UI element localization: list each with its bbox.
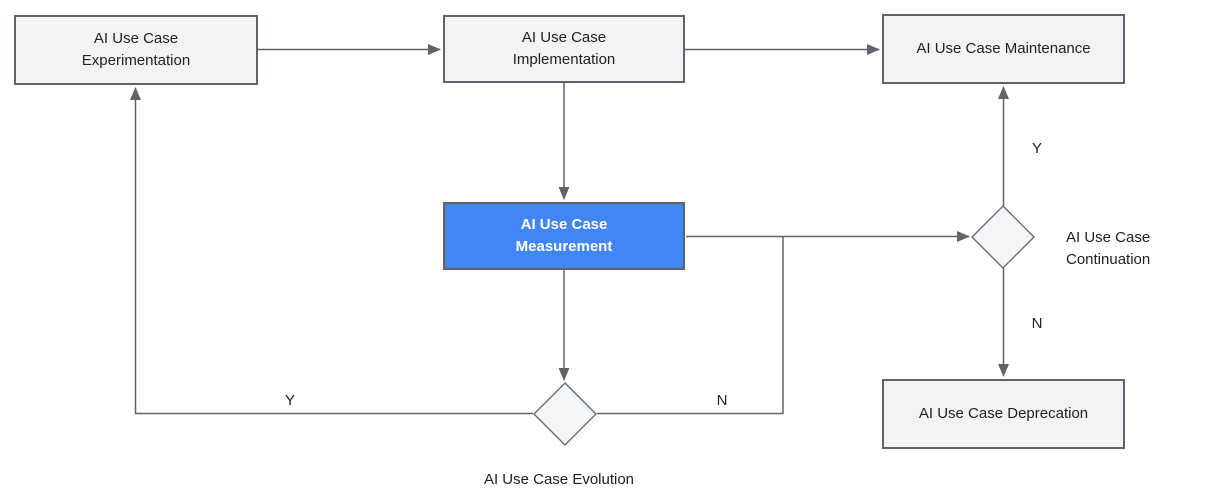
node-label-line: AI Use Case Maintenance [916, 40, 1091, 57]
caption-line: AI Use Case [1066, 229, 1151, 246]
edge-label-continuation-yes: Y [1031, 140, 1042, 157]
node-implementation: AI Use Case Implementation [443, 15, 685, 83]
edge-label-evolution-no: N [716, 392, 728, 409]
node-label-line: AI Use Case Deprecation [918, 405, 1089, 422]
decision-evolution-diamond [533, 382, 597, 446]
decision-continuation-caption: AI Use Case Continuation [1066, 227, 1150, 271]
node-measurement: AI Use Case Measurement [443, 202, 685, 270]
caption-line: Continuation [1066, 251, 1151, 268]
decision-continuation-diamond [971, 205, 1035, 269]
node-label-line: AI Use Case [93, 30, 179, 47]
node-maintenance: AI Use Case Maintenance [882, 14, 1125, 84]
edge-evolution-to-experimentation [130, 87, 533, 415]
node-label-line: Experimentation [81, 52, 191, 69]
node-experimentation: AI Use Case Experimentation [14, 15, 258, 85]
decision-evolution-caption: AI Use Case Evolution [470, 469, 648, 491]
node-label-line: AI Use Case [521, 29, 607, 46]
edge-label-continuation-no: N [1031, 315, 1043, 332]
edge-label-evolution-yes: Y [284, 392, 295, 409]
node-label-line: Implementation [512, 51, 616, 68]
edge-branch-to-evolution [597, 236, 784, 415]
node-label-line: Measurement [515, 238, 613, 255]
node-deprecation: AI Use Case Deprecation [882, 379, 1125, 449]
node-label-line: AI Use Case [520, 216, 608, 233]
caption-line: AI Use Case Evolution [483, 471, 635, 488]
